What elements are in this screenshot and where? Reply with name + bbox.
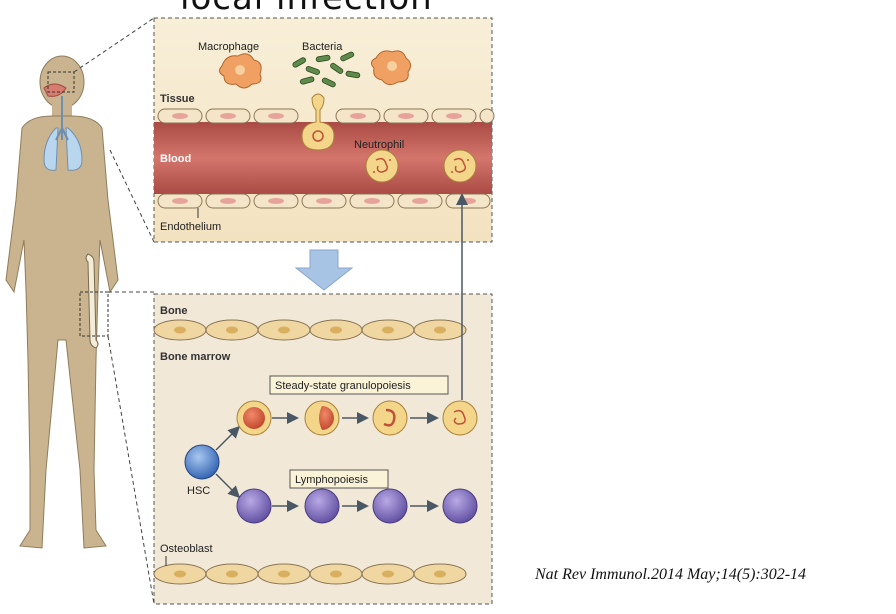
label-bone: Bone bbox=[160, 305, 188, 317]
label-tissue: Tissue bbox=[160, 93, 195, 105]
label-osteoblast: Osteoblast bbox=[160, 543, 213, 555]
lymphoid-lineage bbox=[236, 488, 478, 524]
label-bone-marrow: Bone marrow bbox=[160, 351, 231, 363]
neutrophil-cell bbox=[365, 149, 399, 183]
label-hsc: HSC bbox=[187, 485, 210, 497]
neutrophil-cell-2 bbox=[443, 149, 477, 183]
bacteria-group bbox=[292, 51, 361, 88]
down-arrow bbox=[294, 249, 354, 291]
transmigrating-neutrophil bbox=[301, 93, 335, 151]
label-endothelium: Endothelium bbox=[160, 221, 221, 233]
lungs bbox=[43, 127, 59, 171]
label-macrophage: Macrophage bbox=[198, 41, 259, 53]
human-figure bbox=[5, 55, 119, 549]
femur-bone bbox=[85, 253, 99, 349]
nasal-region bbox=[43, 83, 67, 97]
label-steady-state: Steady-state granulopoiesis bbox=[275, 380, 411, 392]
label-blood: Blood bbox=[160, 153, 191, 165]
label-bacteria: Bacteria bbox=[302, 41, 343, 53]
callout-lines bbox=[73, 17, 155, 605]
bone-marrow-panel: Bone Bone marrow Steady-state granulopoi… bbox=[153, 193, 493, 605]
tissue-panel: Macrophage Bacteria Tissue Blood Neutrop… bbox=[153, 17, 495, 243]
label-lymphopoiesis: Lymphopoiesis bbox=[295, 474, 368, 486]
hsc-cell bbox=[184, 444, 220, 480]
granulocyte-lineage bbox=[236, 400, 478, 436]
citation-text: Nat Rev Immunol.2014 May;14(5):302-14 bbox=[535, 566, 807, 583]
slide-title: local infection bbox=[180, 0, 433, 18]
label-neutrophil: Neutrophil bbox=[354, 139, 404, 151]
